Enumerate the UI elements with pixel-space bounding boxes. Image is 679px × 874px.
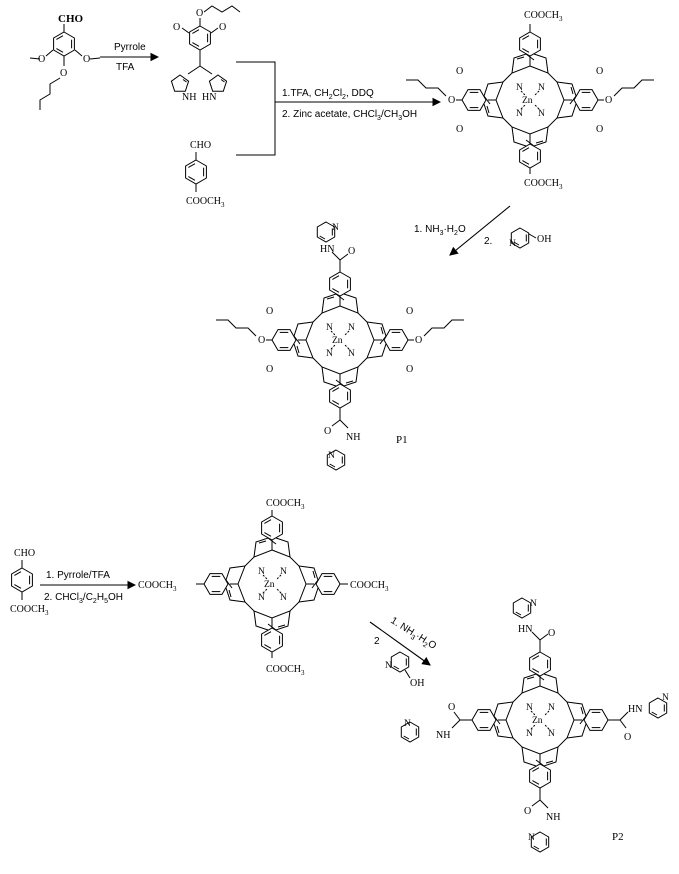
porphyrin-b: Zn N N N N COOCH3 COOCH3 COOCH3 COOCH3 [138,498,389,677]
benzaldehyde-ester: CHO COOCH3 [185,140,225,209]
p2-label: P2 [612,831,624,843]
svg-text:O: O [596,124,603,135]
obu-label: O [60,68,67,79]
step5-arrow: 1. NH3·H2O 2 N OH [369,615,438,689]
svg-text:N: N [326,349,333,359]
step1-line2: TFA [116,62,135,73]
svg-text:O: O [596,66,603,77]
ester1-cho: CHO [190,140,211,151]
ome-left-label: O [38,54,45,65]
svg-text:Zn: Zn [264,580,275,590]
svg-text:O: O [456,124,463,135]
dpm-nh-right: HN [202,92,216,103]
svg-text:N: N [258,593,265,603]
pa-zn: Zn [522,96,533,106]
svg-text:N: N [530,599,537,609]
svg-text:COOCH3: COOCH3 [350,580,389,593]
svg-text:N: N [528,833,535,843]
svg-text:N: N [526,729,533,739]
svg-text:N: N [662,693,669,703]
svg-text:N: N [538,109,545,119]
svg-text:COOCH3: COOCH3 [266,664,305,677]
svg-text:N: N [385,661,392,671]
svg-text:O: O [415,335,422,346]
svg-text:HN: HN [628,704,642,715]
svg-text:O: O [448,95,455,106]
svg-text:N: N [348,349,355,359]
svg-text:O: O [406,306,413,317]
step5-line2: 2 [374,636,380,647]
svg-text:O: O [548,628,555,639]
svg-text:N: N [526,703,533,713]
svg-text:N: N [332,223,339,233]
svg-text:N: N [548,703,555,713]
svg-text:N: N [328,451,335,461]
step2-line2: 2. Zinc acetate, CHCl3/CH3OH [282,109,417,122]
svg-text:COOCH3: COOCH3 [10,604,49,617]
svg-text:N: N [509,239,516,249]
dipyrromethane: O O O NH HN [170,5,241,103]
svg-text:O: O [348,246,355,257]
svg-text:NH: NH [436,730,450,741]
pa-ester-top: COOCH3 [524,10,563,23]
svg-text:O: O [266,364,273,375]
svg-text:O: O [605,95,612,106]
porphyrin-a: Zn N N N N COOCH3 COOCH3 O O O O O O [406,10,654,191]
svg-text:OH: OH [537,234,551,245]
svg-text:NH: NH [546,812,560,823]
pa-ester-bottom: COOCH3 [524,178,563,191]
svg-text:N: N [280,567,287,577]
svg-text:O: O [456,66,463,77]
svg-text:O: O [266,306,273,317]
svg-text:NH: NH [346,432,360,443]
svg-text:HN: HN [518,624,532,635]
step3-line2: 2. [484,236,492,247]
svg-text:CHO: CHO [14,548,35,559]
cho-label: CHO [58,13,84,25]
svg-text:Zn: Zn [332,336,343,346]
svg-text:N: N [404,719,411,729]
dpm-obu: O [196,8,203,19]
svg-text:O: O [258,335,265,346]
svg-text:N: N [538,83,545,93]
svg-text:O: O [324,426,331,437]
step1-arrow: Pyrrole TFA [100,42,160,73]
svg-text:N: N [258,567,265,577]
step4-arrow: 1. Pyrrole/TFA 2. CHCl3/C2H5OH [40,570,137,605]
svg-text:COOCH3: COOCH3 [138,580,177,593]
step3-arrow: 1. NH3·H2O 2. N OH [414,205,551,256]
svg-text:N: N [348,323,355,333]
svg-text:Zn: Zn [532,716,543,726]
starting-aldehyde: CHO O O O [29,13,101,110]
product-p2: Zn N N N N O HN N O NH N O NH N [400,597,669,853]
dpm-ome-right: O [219,22,226,33]
dpm-ome-left: O [173,22,180,33]
step2-arrow: 1.TFA, CH2Cl2, DDQ 2. Zinc acetate, CHCl… [236,61,442,156]
svg-text:COOCH3: COOCH3 [266,498,305,511]
svg-text:HN: HN [320,244,334,255]
svg-text:N: N [326,323,333,333]
step5-line1: 1. NH3·H2O [387,615,438,654]
svg-text:N: N [516,109,523,119]
svg-text:N: N [548,729,555,739]
svg-text:O: O [406,364,413,375]
svg-text:O: O [624,732,631,743]
p1-label: P1 [396,434,408,446]
dpm-nh-left: NH [182,92,196,103]
step4-line1: 1. Pyrrole/TFA [46,570,110,581]
ester1-label: COOCH3 [186,196,225,209]
ome-right-label: O [83,54,90,65]
svg-text:OH: OH [410,678,424,689]
product-p1: Zn N N N N O HN N O NH N O O O [216,221,464,471]
step4-line2: 2. CHCl3/C2H5OH [44,592,123,605]
svg-text:N: N [516,83,523,93]
benzaldehyde-ester-2: CHO COOCH3 [10,548,49,617]
step1-line1: Pyrrole [114,42,146,53]
step3-line1: 1. NH3·H2O [414,224,466,237]
svg-text:N: N [280,593,287,603]
step2-line1: 1.TFA, CH2Cl2, DDQ [282,88,374,101]
svg-text:O: O [524,806,531,817]
svg-text:O: O [448,702,455,713]
